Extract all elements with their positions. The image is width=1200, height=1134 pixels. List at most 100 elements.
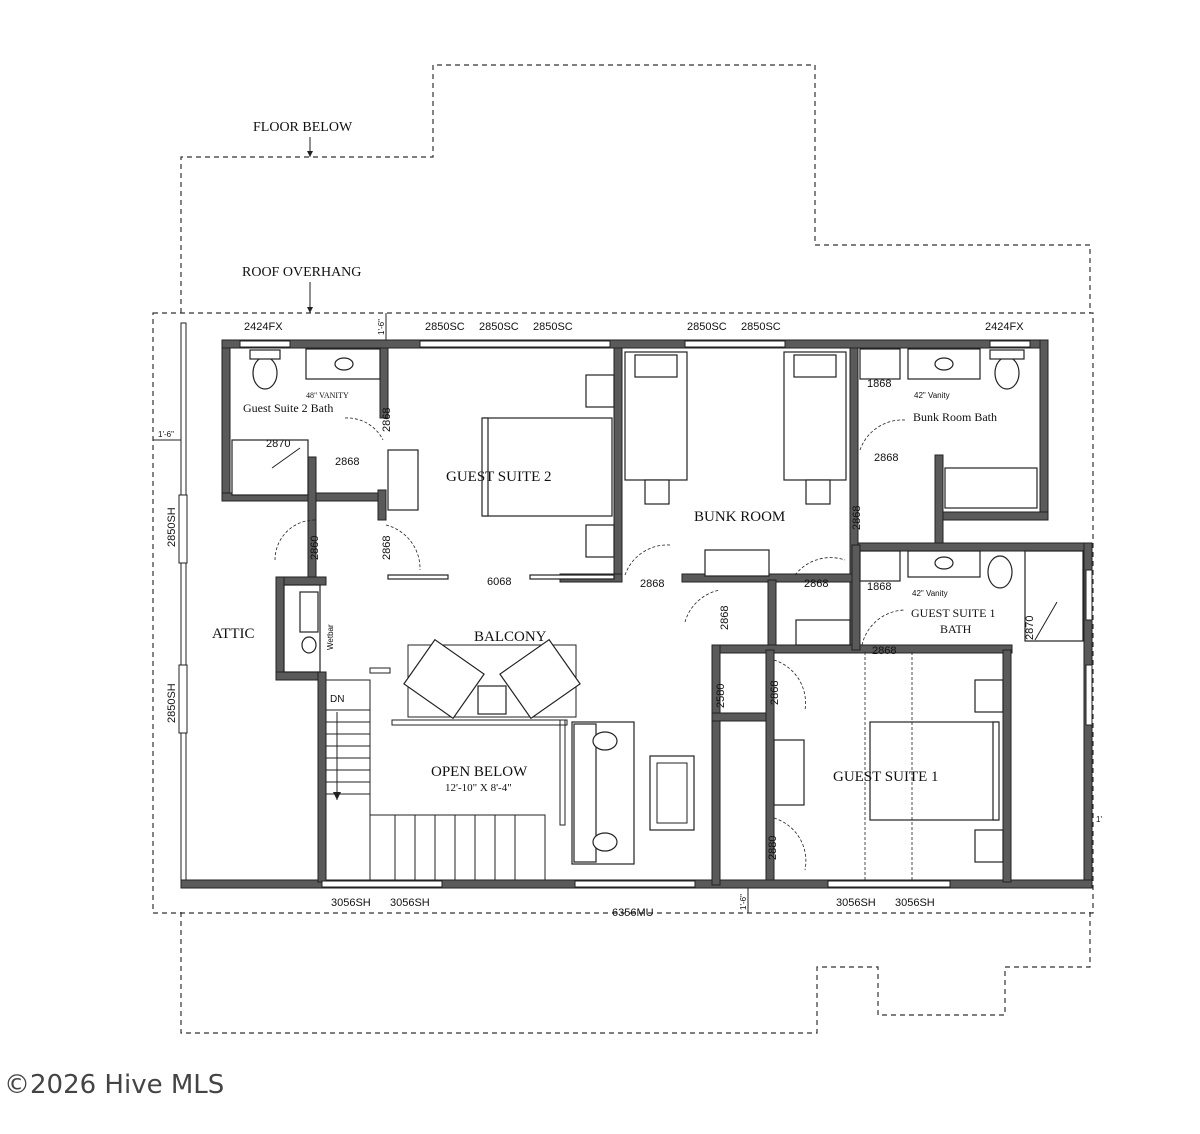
wetbar-label: Wetbar: [326, 624, 335, 650]
wetbar-fixtures: [283, 584, 321, 673]
swing-gs1-closet: [773, 659, 806, 711]
wall-right-mid: [851, 542, 1093, 552]
vanity-42-b-label: 42" Vanity: [912, 589, 948, 598]
door-2868-bunk-closet-label: 2868: [851, 506, 863, 530]
swing-gs1-bath-entry: [861, 609, 906, 646]
door-2860-label: 2860: [309, 536, 321, 560]
balcony-furniture: [403, 638, 581, 720]
bunk-room-label: BUNK ROOM: [694, 509, 785, 525]
rail-b: [391, 719, 568, 726]
door-1868-bunk-bath-label: 1868: [867, 378, 891, 390]
gs2-dresser: [387, 449, 419, 511]
swing-hall: [684, 589, 721, 623]
door-2870-gs1-bath[interactable]: [1034, 601, 1058, 641]
top-windows: [239, 340, 1031, 348]
rail-a: [369, 667, 391, 674]
window-2850sh-upper: 2850SH: [166, 507, 178, 547]
roof-overhang-label: ROOF OVERHANG: [242, 265, 361, 280]
overhang-top-label: 1'-6": [377, 319, 386, 335]
roof-overhang-arrow: [307, 307, 313, 313]
gs2-closet-wall-b: [377, 489, 387, 521]
floor-below-label: FLOOR BELOW: [253, 120, 353, 135]
guest-suite-1-label: GUEST SUITE 1: [833, 769, 939, 785]
slider-door-6068-left[interactable]: [387, 574, 449, 580]
watermark-text: ©2026 Hive MLS: [4, 1070, 224, 1100]
wall-right-step-v: [934, 454, 944, 551]
window-3056sh-b: 3056SH: [390, 897, 430, 909]
attic-wall: [180, 322, 187, 887]
swing-bunk-bath: [859, 419, 906, 451]
open-below-size-label: 12'-10" X 8'-4": [445, 782, 512, 794]
swing-2860: [274, 519, 317, 561]
wall-right-upper: [1039, 339, 1049, 521]
door-2868-gs2-closet-label: 2868: [381, 408, 393, 432]
door-2870-gs2bath[interactable]: [271, 447, 301, 469]
gs1-bed: [773, 679, 1004, 863]
swing-bunk-b: [794, 557, 846, 576]
overhang-bottom-label: 1'-6": [739, 894, 748, 910]
open-below-label: OPEN BELOW: [431, 764, 528, 780]
wall-top-left: [221, 339, 231, 501]
swing-bunk-a: [624, 544, 671, 576]
swing-2880: [773, 817, 807, 871]
right-window-b: [1085, 664, 1093, 726]
gs1-bath-fixtures: [859, 550, 1084, 642]
vanity-48-label: 48" VANITY: [306, 391, 349, 400]
wall-right-step: [934, 511, 1049, 521]
gs1-closet-top-wall: [711, 712, 773, 722]
left-window-upper: [178, 494, 188, 564]
door-2868-bunk-bath-label: 2868: [874, 452, 898, 464]
roof-overhang-outline: [152, 312, 1094, 914]
swing-gs2-entry: [385, 524, 421, 571]
right-window-a: [1085, 569, 1093, 621]
bottom-windows: [321, 880, 951, 888]
door-2868-bunk-b-label: 2868: [804, 578, 828, 590]
gs2-bath-right-wall: [379, 347, 389, 419]
door-2880-label: 2880: [767, 836, 779, 860]
bunk-bath-fixtures: [859, 348, 1038, 509]
window-2850sc-c: 2850SC: [533, 321, 573, 333]
stairs: [325, 679, 546, 881]
window-2424fx-left: 2424FX: [244, 321, 283, 333]
slider-door-6068-right[interactable]: [529, 574, 615, 580]
door-2868-hall-label: 2868: [719, 606, 731, 630]
left-window-lower: [178, 664, 188, 734]
floor-below-outline-bottom: [180, 912, 1091, 1034]
wetbar-bottom-wall: [275, 671, 325, 681]
balcony-label: BALCONY: [474, 629, 547, 645]
gs1-bath-label-line2: BATH: [940, 622, 972, 636]
bunk-beds: [624, 351, 847, 505]
overhang-right-label: 1': [1096, 815, 1102, 824]
door-1868-gs1-bath-label: 1868: [867, 581, 891, 593]
rail-c: [559, 719, 566, 826]
stairs-dn-label: DN: [330, 694, 344, 705]
window-3056sh-d: 3056SH: [895, 897, 935, 909]
gs1-left-wall: [711, 644, 721, 886]
floor-below-outline: [180, 64, 1091, 313]
wall-top: [221, 339, 1049, 349]
door-6068-label: 6068: [487, 576, 511, 588]
window-2850sc-a: 2850SC: [425, 321, 465, 333]
door-2868-gs2bath-label: 2868: [335, 456, 359, 468]
overhang-left-label: 1'-6": [158, 430, 174, 439]
bunk-closet-shelf: [795, 619, 851, 646]
window-6356mu: 6356MU: [612, 907, 654, 919]
stair-left-wall: [317, 671, 327, 883]
gs1-bath-left-wall: [851, 544, 861, 651]
window-2850sh-lower: 2850SH: [166, 683, 178, 723]
gs2-bunk-wall: [613, 347, 623, 581]
area-rug: [649, 755, 695, 831]
door-2868-bunk-a-label: 2868: [640, 578, 664, 590]
gs2-bed: [481, 374, 615, 558]
swing-gs2-closet: [344, 417, 384, 441]
door-2868-gs1-bath-entry-label: 2868: [872, 645, 896, 657]
window-2424fx-right: 2424FX: [985, 321, 1024, 333]
door-2868-gs1-closet-label: 2868: [769, 681, 781, 705]
bunk-room-bath-label: Bunk Room Bath: [913, 410, 997, 424]
door-2580-label: 2580: [715, 684, 727, 708]
bunk-desk: [704, 549, 770, 577]
door-2870-gs1-bath-label: 2870: [1024, 616, 1036, 640]
hall-wall: [711, 644, 1013, 654]
gs1-bath-label-line1: GUEST SUITE 1: [911, 606, 995, 620]
